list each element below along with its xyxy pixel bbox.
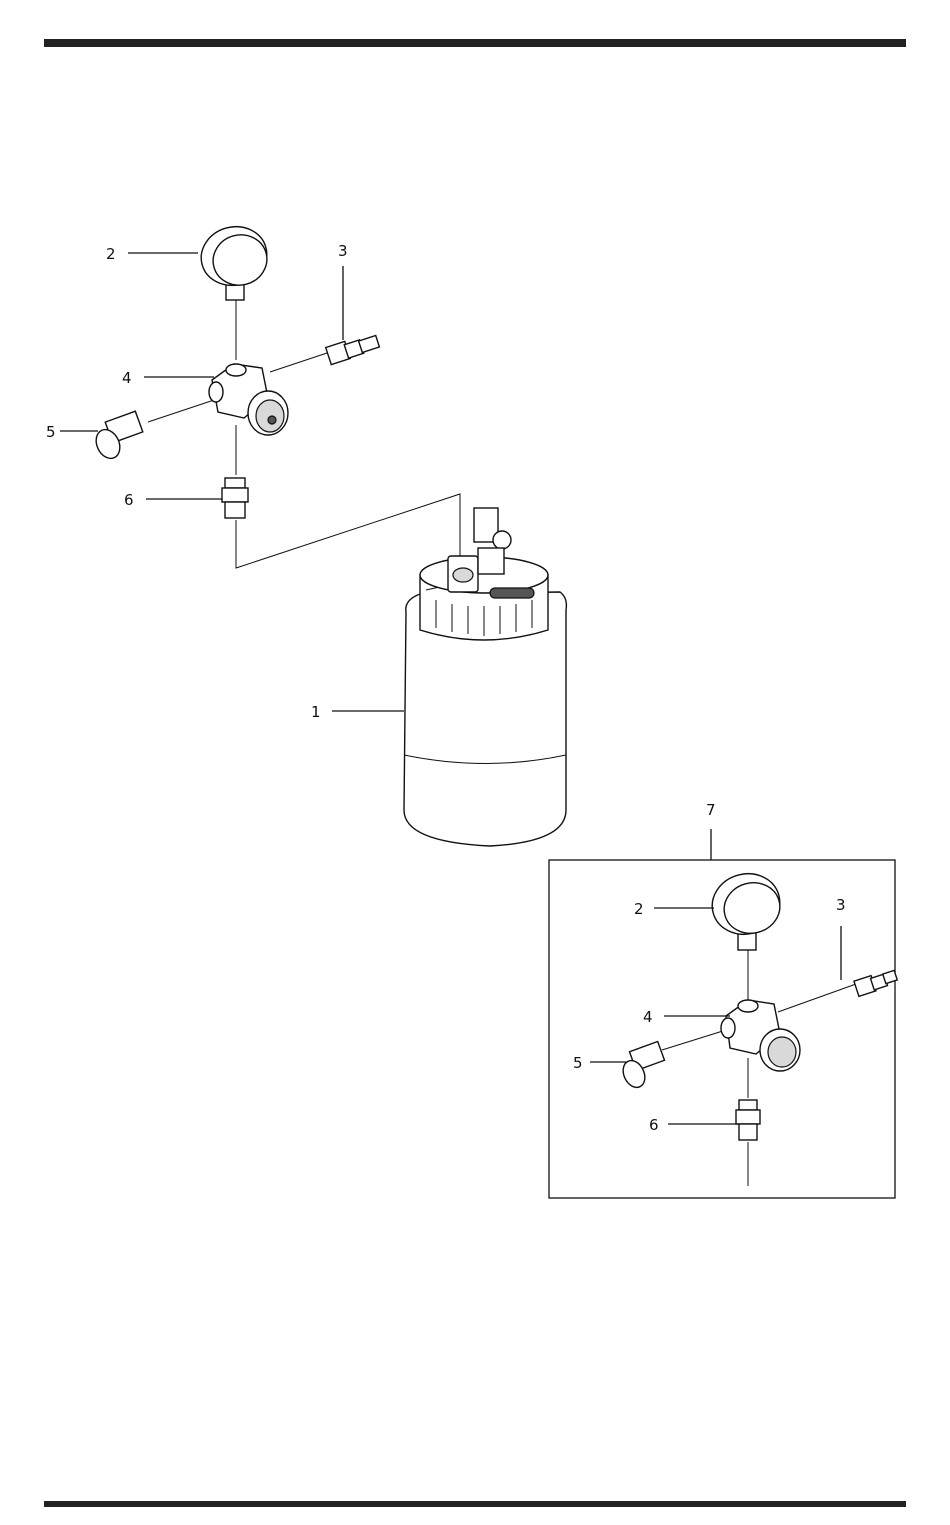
inset-callout-nipple: 6 [649,1116,659,1134]
main-assembly [92,219,567,846]
kit-inset: 2 3 4 5 6 [549,860,897,1198]
inset-regulator-part [721,1000,800,1071]
inset-gauge-part [705,866,786,950]
inset-nipple-part [736,1100,760,1140]
callout-bottle: 1 [311,703,321,721]
cap-fitting-part [92,411,143,462]
inset-callout-plug: 3 [836,896,846,914]
nipple-part [222,478,248,518]
callout-kit: 7 [706,801,716,819]
callout-nipple: 6 [124,491,134,509]
regulator-part [209,364,288,435]
inset-callout-regulator: 4 [643,1008,653,1026]
inset-callout-gauge: 2 [634,900,644,918]
bottom-rule [44,1501,906,1507]
quick-plug-part [326,336,380,365]
inset-cap-fitting-part [619,1041,664,1090]
pressure-bottle-part [404,548,566,846]
dip-tube-part [448,342,520,549]
callout-regulator: 4 [122,369,132,387]
inset-callout-cap-fitting: 5 [573,1054,583,1072]
pressure-gauge-part [195,219,274,300]
top-rule [44,39,906,47]
inset-plug-part [854,970,897,996]
callout-gauge: 2 [106,245,116,263]
callout-cap-fitting: 5 [46,423,56,441]
callout-plug: 3 [338,242,348,260]
